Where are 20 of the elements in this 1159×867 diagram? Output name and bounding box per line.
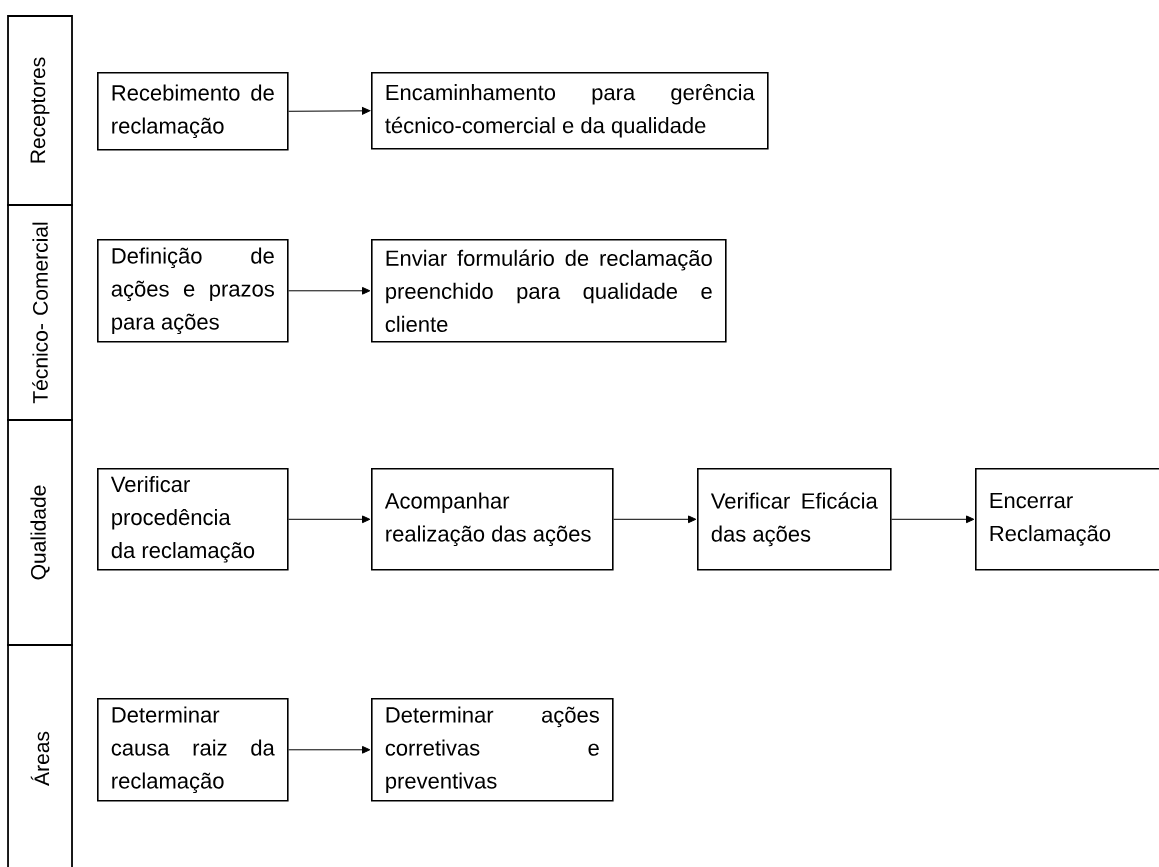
lane-header: Receptores — [7, 15, 73, 206]
process-box: Acompanhar realização das ações — [371, 468, 614, 571]
lane-header: Técnico- Comercial — [7, 204, 73, 421]
lane-header: Áreas — [7, 644, 73, 867]
process-box: Determinar ações corretivas e preventivas — [371, 698, 614, 802]
lane-header: Qualidade — [7, 419, 73, 646]
process-box: Determinar causa raiz da reclamação — [97, 698, 289, 802]
process-box: Definição de ações e prazos para ações — [97, 239, 289, 343]
process-box: Verificar Eficácia das ações — [697, 468, 892, 571]
arrow — [288, 515, 371, 524]
arrow — [288, 745, 371, 754]
process-box: Encerrar Reclamação — [975, 468, 1159, 571]
process-box: Enviar formulário de reclamação preenchido para qualidade e cliente — [371, 239, 727, 343]
arrow — [288, 107, 371, 115]
process-box: Verificar procedência da reclamação — [97, 468, 289, 571]
arrow — [613, 515, 697, 524]
process-box: Encaminhamento para gerência técnico-comercial e da qualidade — [371, 72, 769, 150]
arrow — [891, 515, 975, 524]
arrow — [288, 286, 371, 295]
process-box: Recebimento de reclamação — [97, 72, 289, 151]
